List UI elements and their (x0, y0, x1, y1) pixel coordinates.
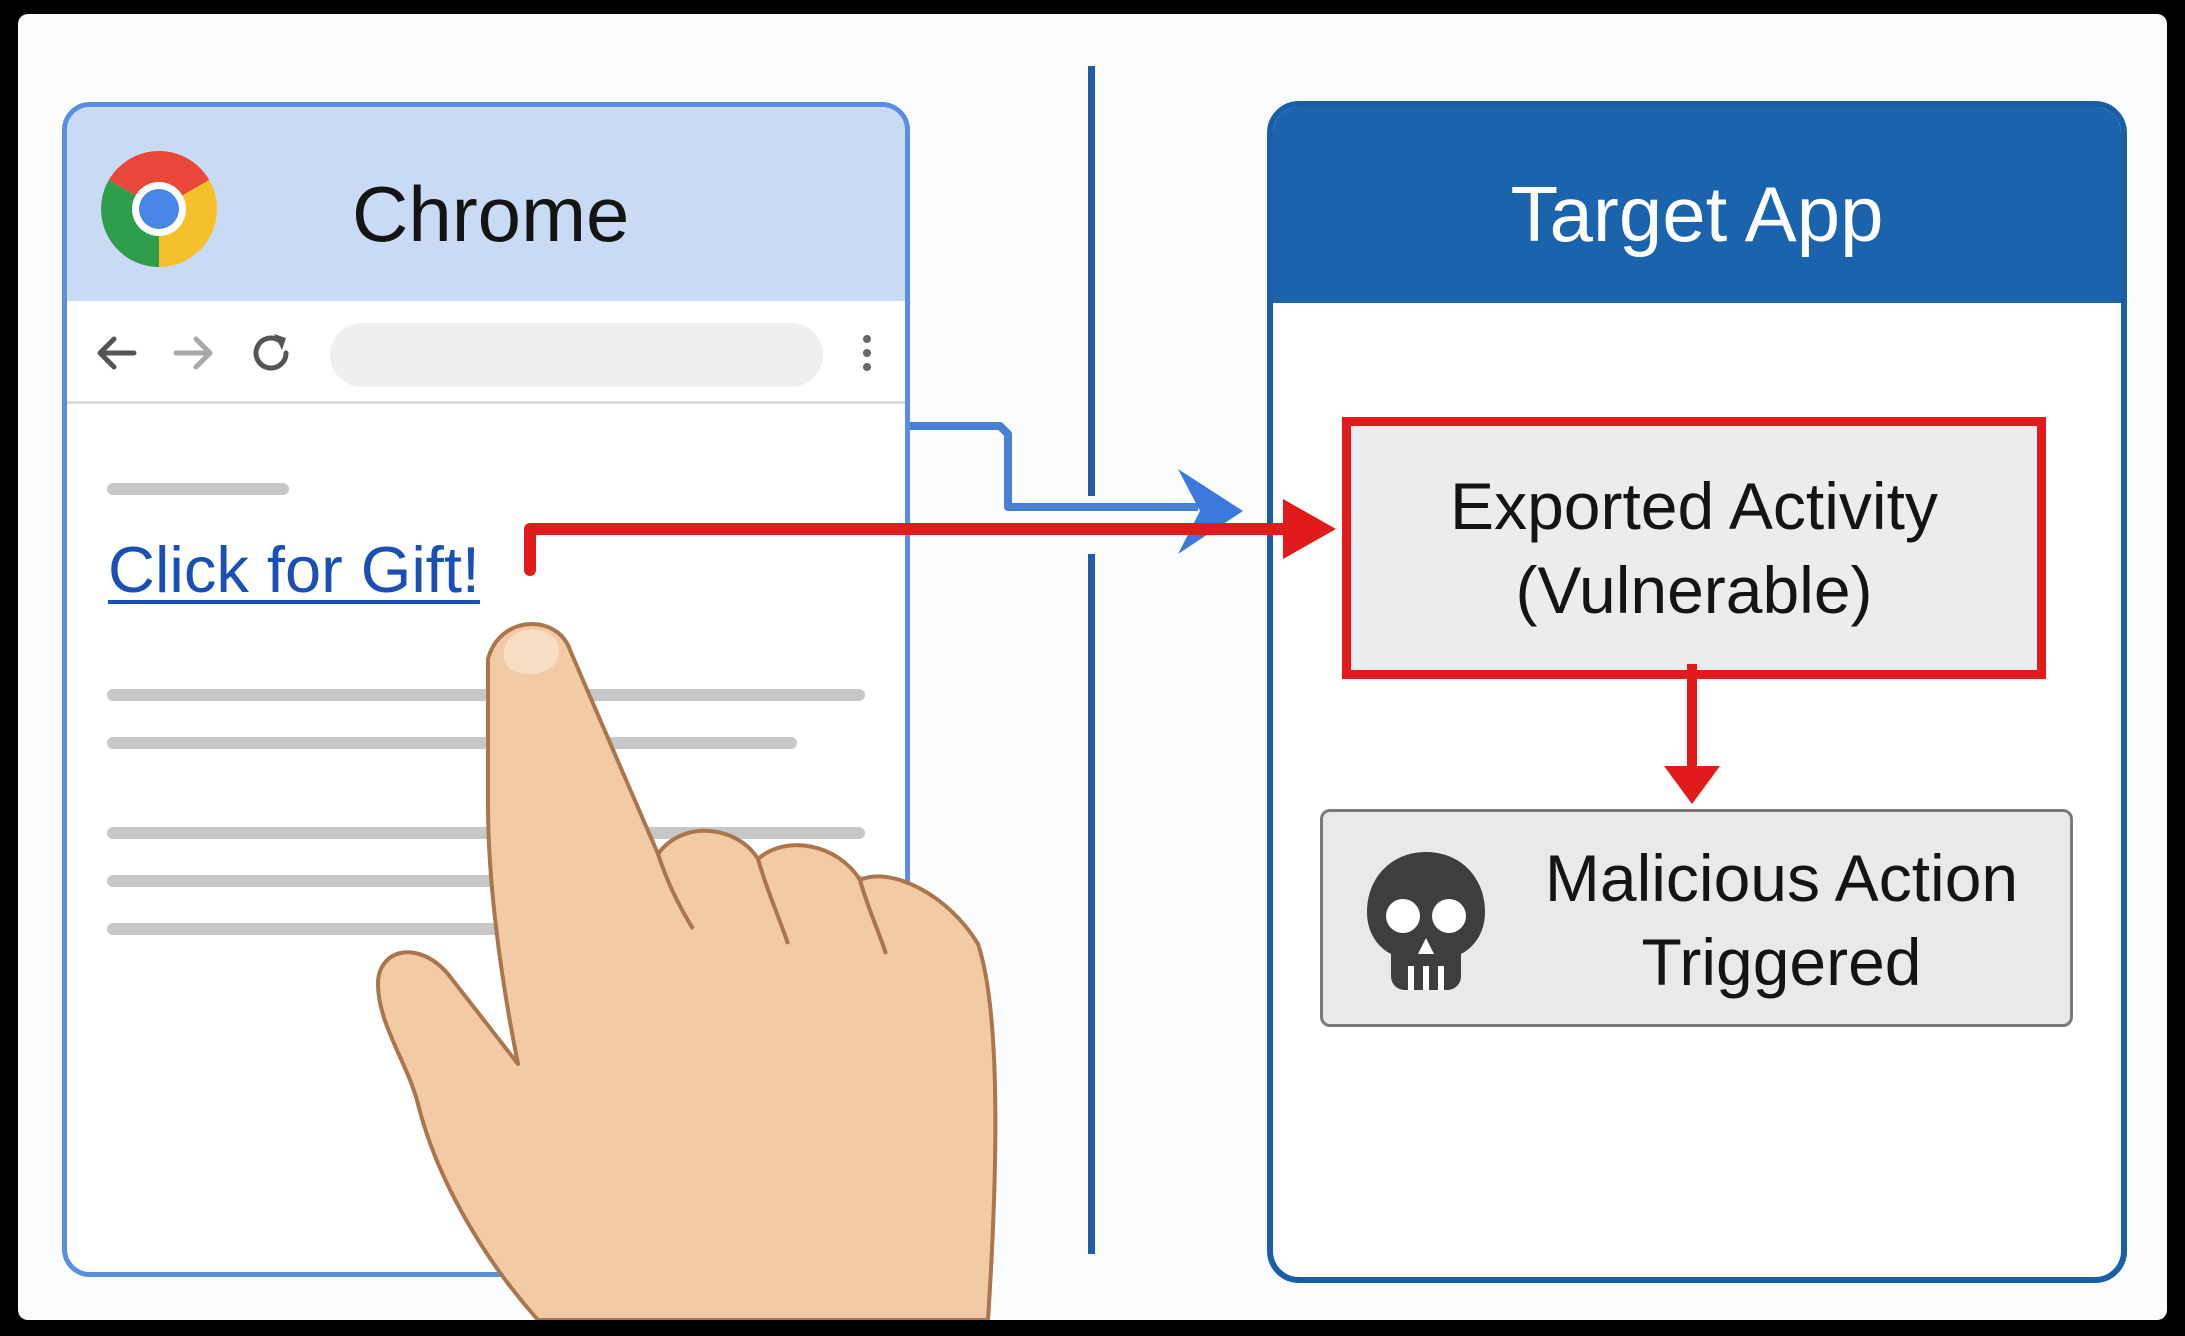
chrome-title: Chrome (352, 170, 630, 258)
divider-line-bottom (1088, 554, 1095, 1254)
vulnerable-label: (Vulnerable) (1515, 553, 1873, 627)
malicious-action-box: Malicious Action Triggered (1320, 809, 2073, 1027)
malicious-action-label: Malicious Action (1544, 841, 2019, 915)
blue-connector-line (908, 422, 1198, 511)
exported-activity-box: Exported Activity (Vulnerable) (1342, 417, 2046, 679)
chrome-logo-icon (101, 151, 217, 267)
red-arrowhead (1283, 499, 1336, 559)
chrome-title-bar: Chrome (67, 107, 905, 301)
forward-arrow-icon[interactable] (170, 329, 218, 377)
divider-line-top (1088, 66, 1095, 496)
target-app-title-bar: Target App (1273, 107, 2121, 303)
hand-knuckle (756, 858, 790, 945)
attack-flow (524, 499, 1720, 804)
red-down-arrowhead (1664, 766, 1720, 804)
content-placeholder-line (107, 923, 521, 935)
malicious-action-text: Malicious Action Triggered (1503, 836, 2060, 1004)
red-attack-line (524, 523, 1292, 576)
hand-knuckle (656, 853, 695, 931)
hand-knuckle (858, 879, 888, 955)
content-placeholder-line (107, 737, 797, 749)
exported-activity-label: Exported Activity (1450, 469, 1938, 543)
gift-link[interactable]: Click for Gift! (108, 533, 480, 606)
hand-palm (376, 622, 998, 1320)
diagram-canvas: Chrome Click for Gift! (18, 14, 2167, 1320)
fingernail (503, 629, 559, 674)
content-placeholder-line (107, 483, 289, 495)
triggered-label: Triggered (1641, 925, 1922, 999)
menu-dots-icon[interactable] (857, 329, 877, 377)
chrome-toolbar (67, 301, 905, 404)
skull-icon (1367, 852, 1485, 990)
pointing-hand (376, 622, 998, 1320)
reload-icon[interactable] (247, 329, 295, 377)
address-bar[interactable] (330, 323, 823, 387)
back-arrow-icon[interactable] (92, 329, 140, 377)
target-app-title: Target App (1510, 170, 1884, 258)
